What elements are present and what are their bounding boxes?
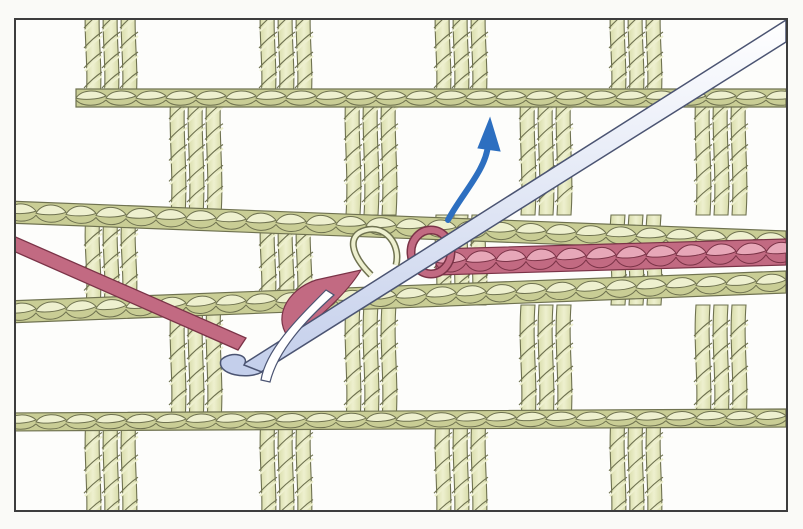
stitch-cluster bbox=[259, 20, 313, 100]
illustration-frame bbox=[14, 18, 788, 512]
stitch-cluster bbox=[434, 20, 488, 100]
crochet-illustration bbox=[16, 20, 786, 510]
stitch-cluster bbox=[344, 90, 398, 215]
stitch-cluster bbox=[169, 90, 223, 215]
stitch-cluster bbox=[259, 418, 313, 510]
direction-arrow-icon bbox=[448, 118, 500, 220]
stitch-cluster bbox=[84, 418, 138, 510]
stitch-cluster bbox=[344, 305, 398, 420]
stitch-cluster bbox=[694, 90, 748, 215]
stitch-cluster bbox=[609, 20, 663, 100]
chain-stitches bbox=[436, 239, 786, 275]
stitch-cluster bbox=[694, 305, 748, 420]
arrow-shaft bbox=[448, 145, 488, 220]
stitch-cluster bbox=[519, 305, 573, 420]
stitch-cluster bbox=[84, 20, 138, 100]
stitch-cluster bbox=[609, 418, 663, 510]
chain-row bbox=[16, 409, 786, 431]
stitch-cluster bbox=[434, 418, 488, 510]
arrow-head bbox=[478, 118, 500, 151]
